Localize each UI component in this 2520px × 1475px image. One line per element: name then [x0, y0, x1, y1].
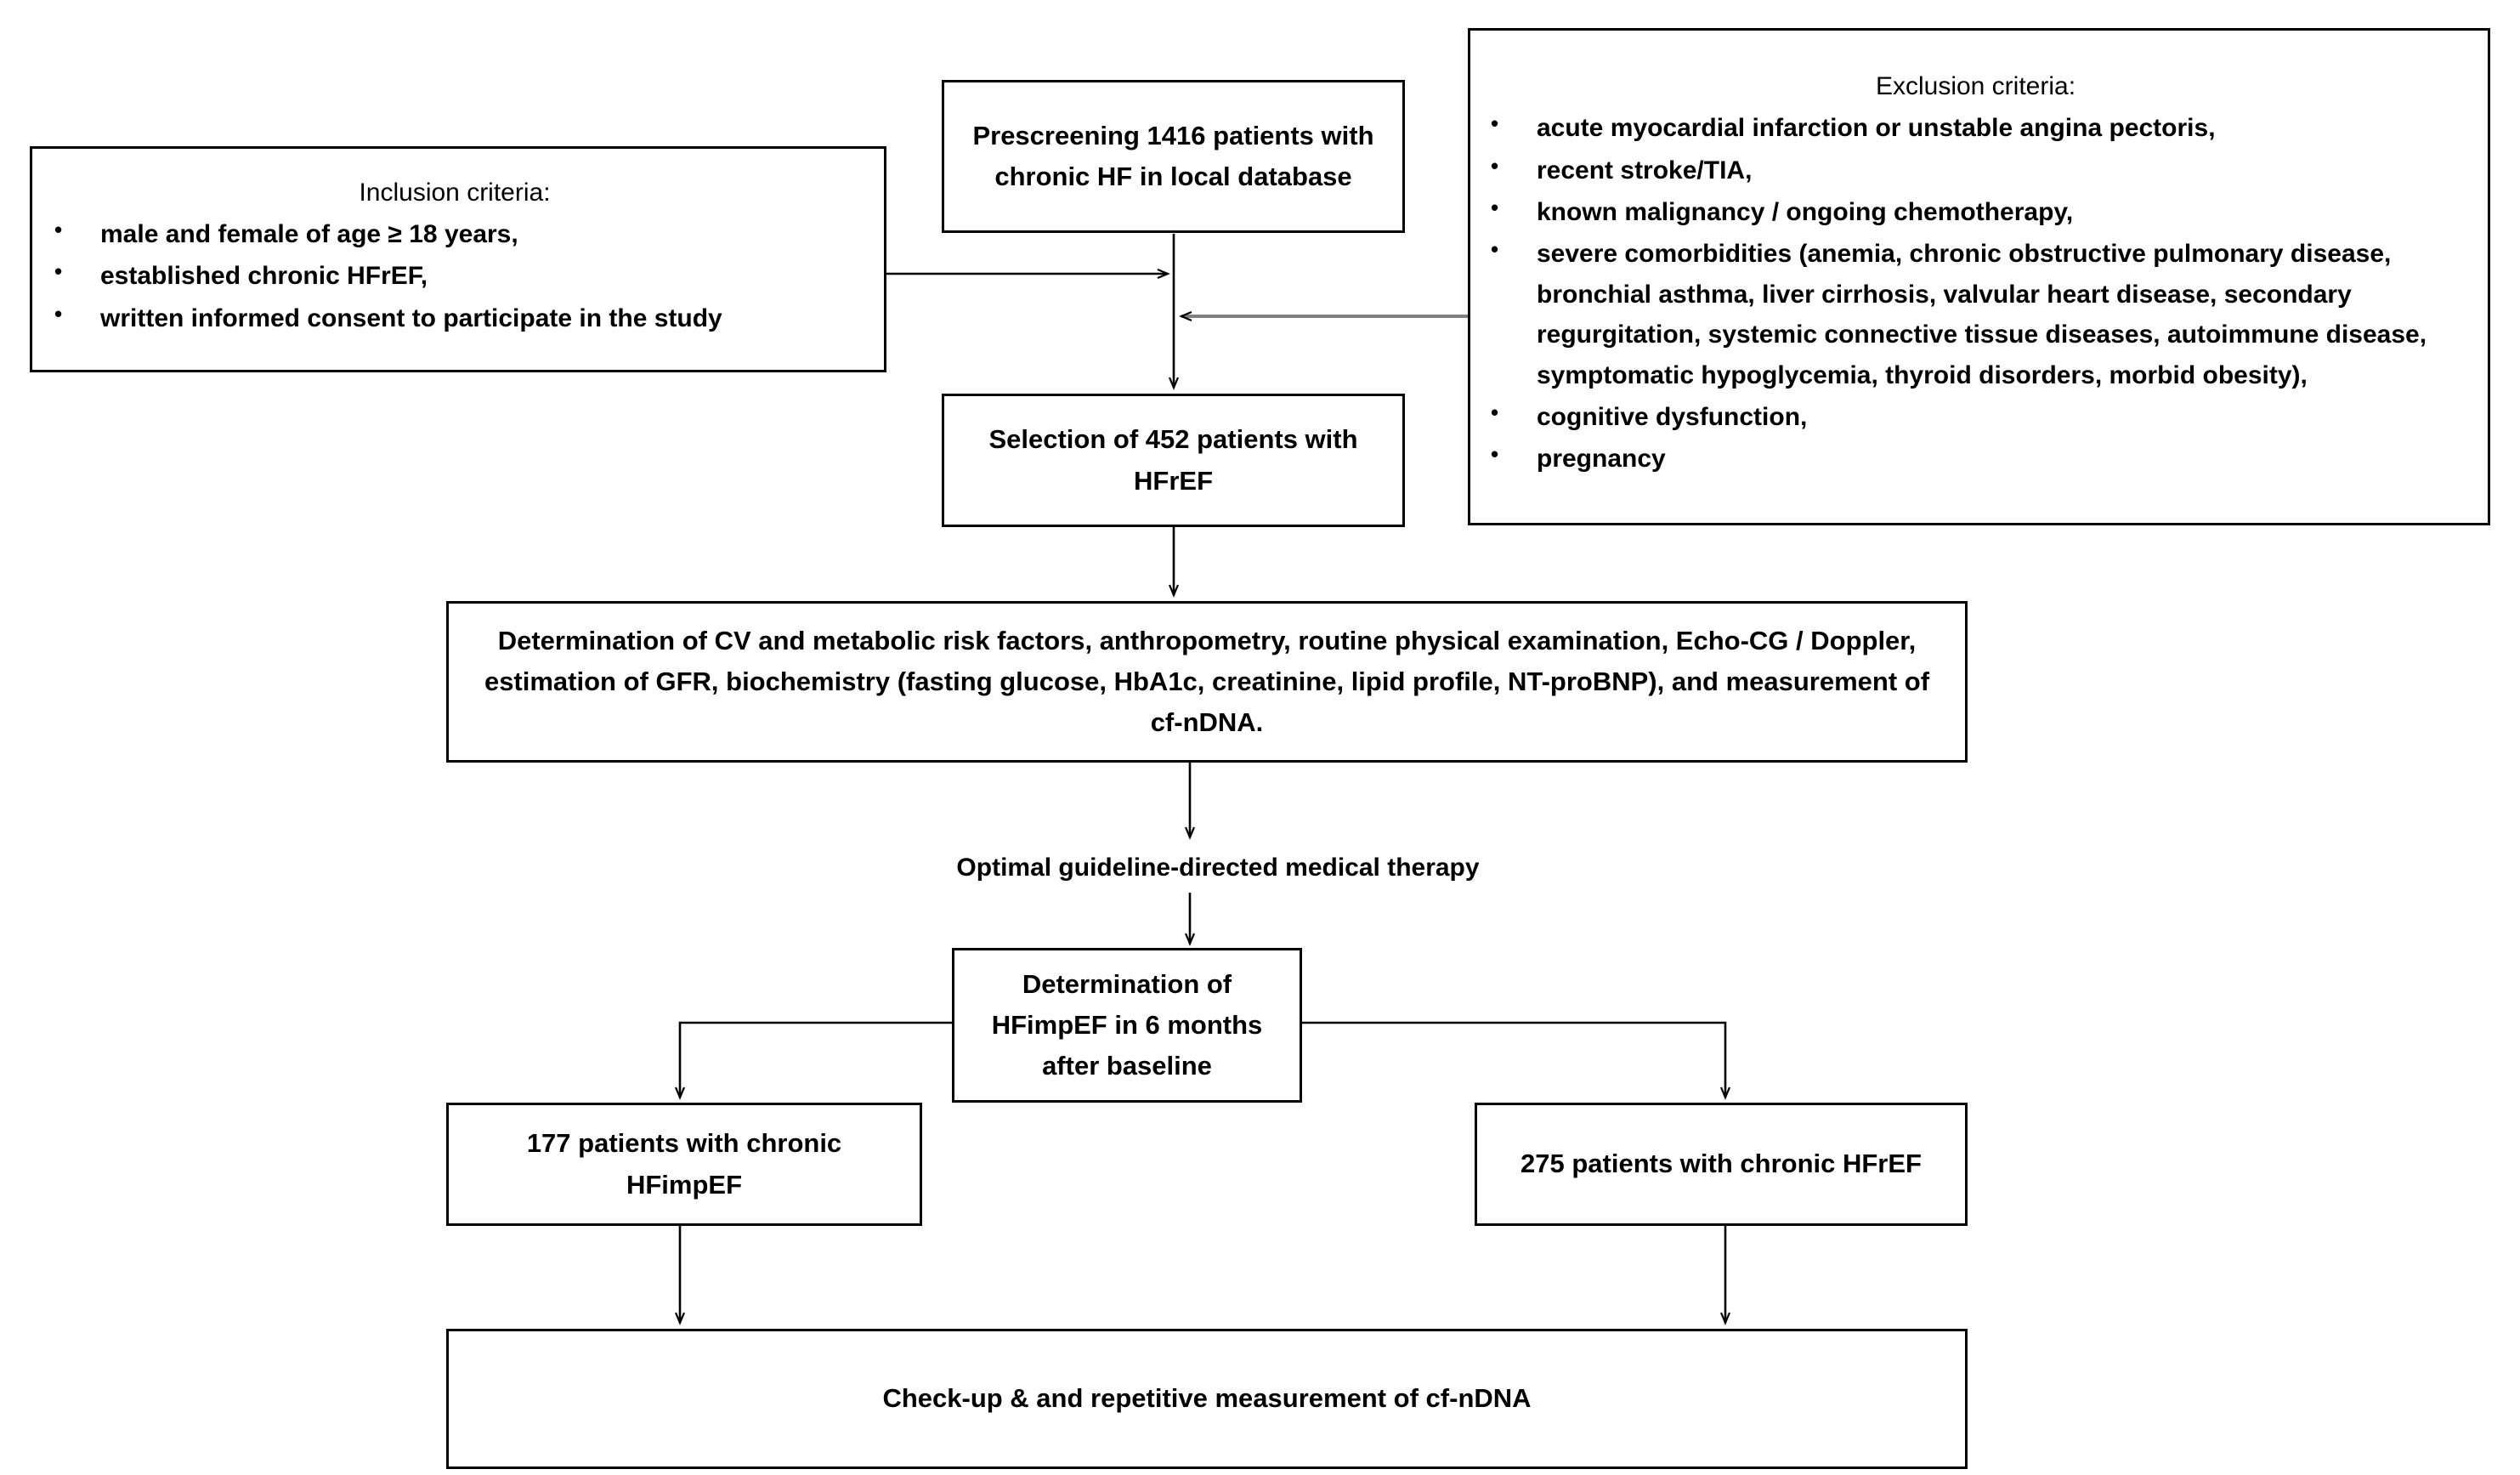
outcome-hfref-box: 275 patients with chronic HFrEF — [1475, 1103, 1968, 1226]
outcome-hfimpef-label: 177 patients with chronic HFimpEF — [526, 1128, 842, 1200]
baseline-determination-label: Determination of CV and metabolic risk f… — [484, 625, 1930, 738]
outcome-hfref-label: 275 patients with chronic HFrEF — [1520, 1149, 1922, 1179]
inclusion-criteria-box: Inclusion criteria: male and female of a… — [30, 146, 886, 372]
exclusion-criteria-list: acute myocardial infarction or unstable … — [1484, 106, 2467, 481]
baseline-determination-box: Determination of CV and metabolic risk f… — [446, 601, 1968, 763]
exclusion-criteria-heading: Exclusion criteria: — [1875, 72, 2076, 101]
prescreening-box: Prescreening 1416 patients with chronic … — [942, 80, 1405, 233]
inclusion-criteria-item: written informed consent to participate … — [48, 297, 862, 338]
followup-label: Check-up & and repetitive measurement of… — [882, 1383, 1532, 1414]
outcome-hfimpef-box: 177 patients with chronic HFimpEF — [446, 1103, 922, 1226]
exclusion-criteria-box: Exclusion criteria: acute myocardial inf… — [1468, 28, 2490, 525]
connector-hfimpef-to-outcome-right — [1302, 1021, 1725, 1098]
exclusion-criteria-item: known malignancy / ongoing chemotherapy, — [1484, 190, 2467, 232]
inclusion-criteria-item: male and female of age ≥ 18 years, — [48, 213, 862, 254]
exclusion-criteria-item: pregnancy — [1484, 437, 2467, 479]
hfimpef-determination-box: Determination of HFimpEF in 6 months aft… — [952, 948, 1302, 1103]
exclusion-criteria-item: recent stroke/TIA, — [1484, 149, 2467, 190]
connector-hfimpef-to-outcome-left — [680, 1021, 952, 1098]
inclusion-criteria-heading: Inclusion criteria: — [359, 178, 551, 207]
exclusion-criteria-item: acute myocardial infarction or unstable … — [1484, 106, 2467, 148]
followup-box: Check-up & and repetitive measurement of… — [446, 1329, 1968, 1469]
hfimpef-determination-label: Determination of HFimpEF in 6 months aft… — [991, 968, 1263, 1081]
prescreening-label: Prescreening 1416 patients with chronic … — [972, 120, 1374, 191]
exclusion-criteria-item: cognitive dysfunction, — [1484, 395, 2467, 437]
inclusion-criteria-list: male and female of age ≥ 18 years, estab… — [48, 213, 862, 340]
selection-label: Selection of 452 patients with HFrEF — [988, 424, 1358, 496]
inclusion-criteria-item: established chronic HFrEF, — [48, 254, 862, 296]
exclusion-criteria-item: severe comorbidities (anemia, chronic ob… — [1484, 232, 2467, 395]
selection-box: Selection of 452 patients with HFrEF — [942, 394, 1405, 527]
therapy-label: Optimal guideline-directed medical thera… — [956, 854, 1480, 882]
